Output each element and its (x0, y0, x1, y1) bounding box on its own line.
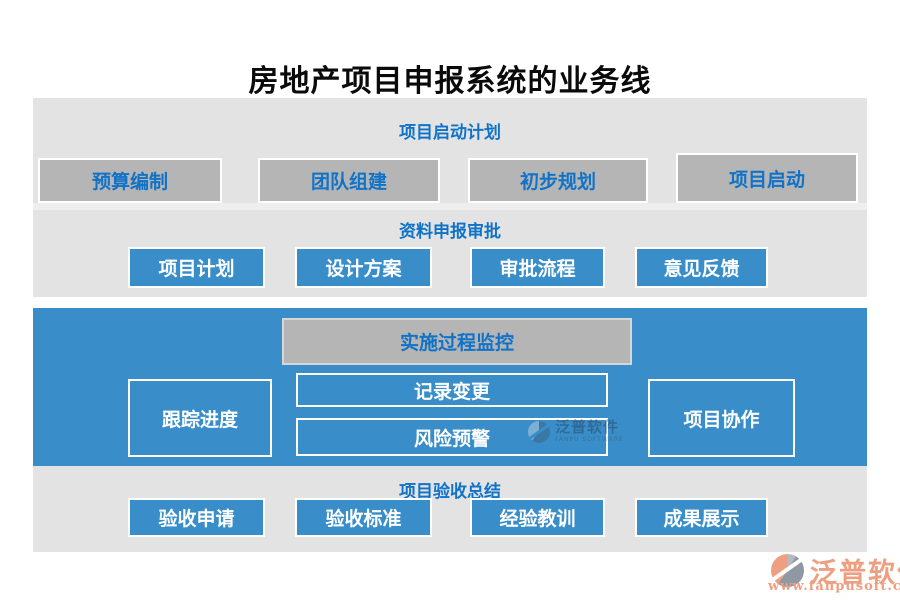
box-team-building: 团队组建 (258, 158, 440, 203)
box-record-changes: 记录变更 (296, 373, 608, 407)
fanpu-logo-icon (771, 554, 804, 587)
box-project-plan: 项目计划 (128, 247, 265, 288)
box-budget-compilation: 预算编制 (38, 158, 222, 203)
fanpu-brand-name: 泛普软件 (810, 558, 900, 589)
band-declaration-header: 资料申报审批 (399, 222, 501, 242)
band-initiation-header: 项目启动计划 (399, 123, 501, 143)
box-acceptance-criteria: 验收标准 (295, 498, 432, 537)
box-risk-warning: 风险预警 (296, 418, 608, 456)
band-acceptance-summary: 项目验收总结 验收申请 验收标准 经验教训 成果展示 (33, 466, 867, 552)
box-process-monitoring-header: 实施过程监控 (282, 318, 632, 365)
box-preliminary-planning: 初步规划 (468, 158, 648, 203)
box-project-collaboration: 项目协作 (648, 379, 795, 457)
box-acceptance-application: 验收申请 (128, 498, 265, 537)
box-track-progress: 跟踪进度 (128, 379, 272, 457)
box-project-launch: 项目启动 (676, 153, 858, 203)
band-divider (33, 203, 867, 210)
band-initiation-plan: 项目启动计划 预算编制 团队组建 初步规划 项目启动 (33, 98, 867, 203)
box-opinion-feedback: 意见反馈 (635, 247, 768, 288)
box-results-display: 成果展示 (635, 498, 768, 537)
box-approval-process: 审批流程 (470, 247, 605, 288)
band-declaration-approval: 资料申报审批 项目计划 设计方案 审批流程 意见反馈 (33, 210, 867, 297)
band-process-monitoring: 实施过程监控 跟踪进度 记录变更 风险预警 项目协作 泛普软件 FANPU SO… (33, 308, 867, 466)
band-acceptance-header: 项目验收总结 (399, 482, 501, 502)
box-design-scheme: 设计方案 (295, 247, 432, 288)
diagram-title: 房地产项目申报系统的业务线 (248, 64, 652, 99)
box-lessons-learned: 经验教训 (470, 498, 605, 537)
fanpu-website-url: www.fanpusoft.com (768, 579, 900, 594)
